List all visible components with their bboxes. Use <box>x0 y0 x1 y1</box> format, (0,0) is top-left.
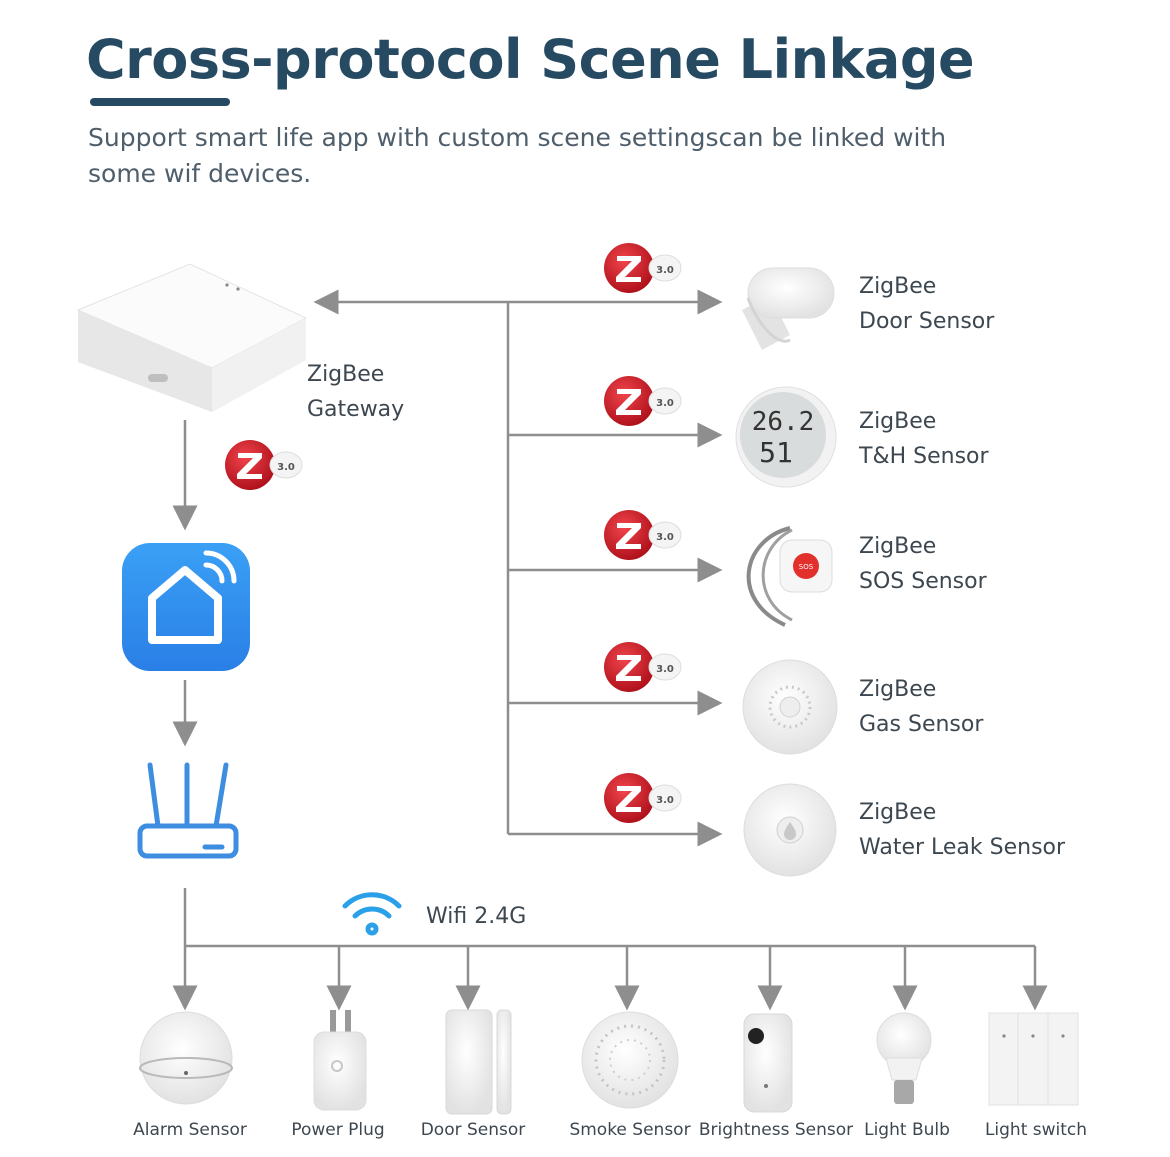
svg-text:3.0: 3.0 <box>656 664 674 675</box>
zigbee-badge-icon: 3.0 <box>603 375 682 427</box>
title-underline <box>90 98 230 106</box>
zigbee-gas-sensor-image <box>742 659 838 755</box>
brightness-sensor-image <box>743 1013 793 1113</box>
page-subtitle: Support smart life app with custom scene… <box>88 123 947 188</box>
zigbee-th-sensor-image: 26.2 51 <box>735 386 837 488</box>
gateway-label: ZigBee Gateway <box>307 357 404 427</box>
zigbee-water-leak-sensor-label: ZigBee Water Leak Sensor <box>859 795 1065 865</box>
label-line2: Door Sensor <box>859 309 995 334</box>
alarm-sensor-image <box>139 1011 233 1105</box>
svg-text:3.0: 3.0 <box>277 462 295 473</box>
light-switch-label: Light switch <box>984 1120 1088 1140</box>
router-icon <box>137 762 239 859</box>
zigbee-door-sensor-image <box>742 267 835 350</box>
wifi-icon <box>342 892 402 936</box>
label-line1: ZigBee <box>859 800 937 825</box>
label-line2: SOS Sensor <box>859 569 987 594</box>
door-sensor-label: Door Sensor <box>420 1120 526 1140</box>
gateway-hub-image <box>76 263 308 412</box>
smoke-sensor-image <box>581 1011 679 1109</box>
zigbee-water-leak-sensor-image <box>743 783 837 877</box>
label-line1: ZigBee <box>859 534 937 559</box>
svg-text:26.2: 26.2 <box>752 407 815 437</box>
zigbee-badge-icon: 3.0 <box>603 772 682 824</box>
wifi-label: Wifi 2.4G <box>426 904 527 929</box>
label-line2: Gas Sensor <box>859 712 984 737</box>
connector-lines <box>172 289 1048 1011</box>
svg-text:51: 51 <box>759 436 793 469</box>
page-title: Cross-protocol Scene Linkage <box>86 28 975 91</box>
label-line2: Water Leak Sensor <box>859 835 1066 860</box>
power-plug-label: Power Plug <box>291 1120 385 1140</box>
door-sensor-image <box>445 1009 512 1115</box>
power-plug-image <box>313 1010 367 1111</box>
zigbee-sos-sensor-label: ZigBee SOS Sensor <box>859 529 987 599</box>
zigbee-badge-icon: 3.0 <box>603 242 682 294</box>
svg-text:3.0: 3.0 <box>656 532 674 543</box>
zigbee-badge-icon: 3.0 <box>603 509 682 561</box>
label-line1: ZigBee <box>859 274 937 299</box>
smart-life-app-icon <box>122 543 250 671</box>
svg-text:3.0: 3.0 <box>656 265 674 276</box>
svg-text:3.0: 3.0 <box>656 795 674 806</box>
light-bulb-label: Light Bulb <box>864 1120 950 1140</box>
zigbee-badge-icon: 3.0 <box>603 641 682 693</box>
zigbee-gas-sensor-label: ZigBee Gas Sensor <box>859 672 983 742</box>
brightness-sensor-label: Brightness Sensor <box>698 1120 854 1140</box>
zigbee-th-sensor-label: ZigBee T&H Sensor <box>859 404 989 474</box>
svg-text:SOS: SOS <box>799 563 814 571</box>
label-line1: ZigBee <box>859 409 937 434</box>
svg-text:3.0: 3.0 <box>656 398 674 409</box>
zigbee-door-sensor-label: ZigBee Door Sensor <box>859 269 994 339</box>
zigbee-sos-sensor-image: SOS <box>746 526 833 627</box>
light-bulb-image <box>876 1012 932 1104</box>
light-switch-image <box>988 1012 1079 1106</box>
gateway-label-line1: ZigBee <box>307 362 385 387</box>
zigbee-badge-icon: 3.0 <box>224 439 303 491</box>
label-line2: T&H Sensor <box>859 444 989 469</box>
label-line1: ZigBee <box>859 677 937 702</box>
gateway-label-line2: Gateway <box>307 397 405 422</box>
smoke-sensor-label: Smoke Sensor <box>569 1120 691 1140</box>
alarm-sensor-label: Alarm Sensor <box>133 1120 247 1140</box>
